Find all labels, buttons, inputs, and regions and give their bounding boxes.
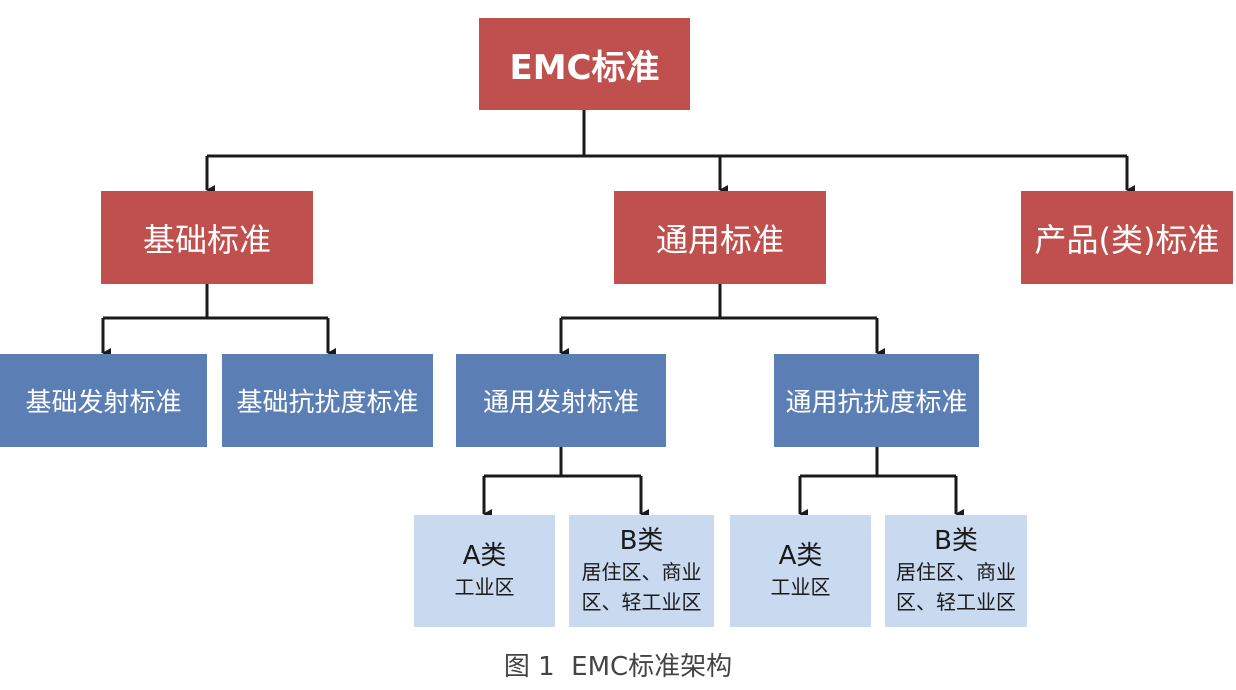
- class-title: A类: [462, 541, 507, 571]
- node-label: 通用标准: [655, 220, 784, 259]
- node-basic-immunity-standard: 基础抗扰度标准: [222, 354, 433, 447]
- class-description: 工业区: [770, 575, 831, 599]
- class-title: B类: [619, 526, 664, 556]
- node-general-emission-standard: 通用发射标准: [456, 354, 666, 447]
- node-basic-emission-standard: 基础发射标准: [0, 354, 207, 447]
- figure-caption: 图 1 EMC标准架构: [503, 652, 733, 682]
- root-node-emc-standard: EMC标准: [479, 18, 690, 110]
- node-label: 基础标准: [142, 220, 271, 259]
- class-description: 工业区: [454, 575, 515, 599]
- node-immunity-class-b: B类 居住区、商业区、轻工业区: [885, 515, 1027, 627]
- class-description: 居住区、商业区、轻工业区: [581, 560, 702, 614]
- node-general-standard: 通用标准: [614, 191, 826, 284]
- node-label: 通用抗扰度标准: [785, 388, 968, 418]
- class-description: 居住区、商业区、轻工业区: [896, 560, 1016, 614]
- node-label: 基础抗扰度标准: [236, 388, 419, 418]
- node-basic-standard: 基础标准: [101, 191, 313, 284]
- node-label: 基础发射标准: [25, 388, 182, 418]
- node-product-standard: 产品(类)标准: [1021, 191, 1233, 284]
- node-general-immunity-standard: 通用抗扰度标准: [774, 354, 979, 447]
- class-title: B类: [934, 526, 978, 556]
- node-label: 产品(类)标准: [1034, 220, 1220, 259]
- node-emission-class-b: B类 居住区、商业区、轻工业区: [569, 515, 714, 627]
- node-immunity-class-a: A类 工业区: [730, 515, 871, 627]
- root-label: EMC标准: [509, 47, 660, 88]
- class-title: A类: [778, 541, 823, 571]
- node-label: 通用发射标准: [482, 388, 639, 418]
- node-emission-class-a: A类 工业区: [414, 515, 555, 627]
